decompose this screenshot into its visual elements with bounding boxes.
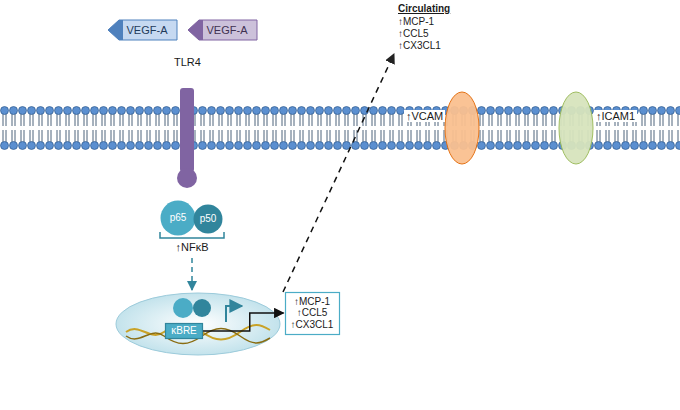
subunit-circle: p65 [160, 200, 196, 236]
chemokine-label: ↑CX3CL1 [396, 40, 443, 51]
icam1-molecule [559, 92, 593, 164]
node-text: ↑CCL5 [297, 307, 328, 319]
section-heading: Circulating [396, 3, 452, 14]
node-text: ↑MCP-1 [294, 296, 330, 308]
gene-box: ↑MCP-1↑CCL5↑CX3CL1 [285, 292, 340, 335]
nucleus [116, 293, 280, 355]
vcam-molecule [445, 92, 479, 164]
receptor-label: TLR4 [172, 56, 203, 68]
chemokine-label: ↑MCP-1 [396, 16, 436, 27]
adhesion-label: ↑VCAM [404, 110, 445, 122]
tlr4-domain [177, 168, 197, 188]
node-text: p65 [170, 212, 187, 224]
ligand-arrow: VEGF-A [188, 20, 257, 40]
transcription-arrow [226, 306, 242, 322]
tlr4-receptor [180, 88, 194, 172]
response-element-box: κBRE [165, 323, 203, 339]
subunit-circle: p50 [193, 204, 223, 234]
bound-p50 [193, 299, 211, 317]
ligand-arrow: VEGF-A [108, 20, 177, 40]
node-text: p50 [200, 213, 217, 225]
secretion-arrow [283, 54, 394, 292]
node-text: κBRE [171, 325, 197, 337]
adhesion-label: ↑ICAM1 [594, 110, 637, 122]
node-text: ↑CX3CL1 [291, 319, 334, 331]
translocation-arrow [191, 258, 193, 290]
dna-strand [126, 325, 270, 340]
bound-p65 [173, 298, 193, 318]
connector-arrow [203, 313, 284, 331]
node-text: VEGF-A [127, 24, 168, 37]
complex-label: ↑NFκB [174, 241, 211, 253]
node-text: VEGF-A [207, 24, 248, 37]
chemokine-label: ↑CCL5 [396, 28, 431, 39]
